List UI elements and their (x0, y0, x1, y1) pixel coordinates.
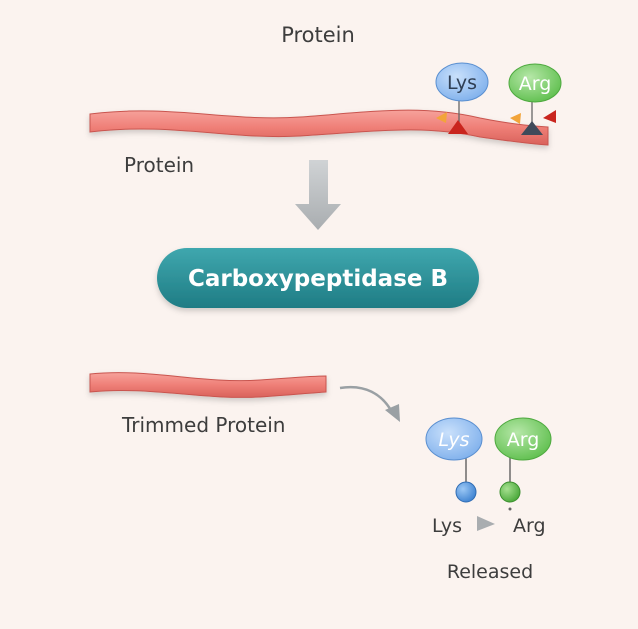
arg-ball-icon (499, 481, 521, 503)
lys-label: Lys (447, 72, 477, 94)
cleavage-marker-icon (448, 120, 468, 134)
lys-label: Lys (438, 429, 469, 451)
lys-ball-icon (455, 481, 477, 503)
trimmed-protein-strand (89, 372, 327, 398)
arg-residue-released: Arg (494, 417, 552, 511)
down-arrow-icon (295, 160, 341, 230)
enzyme-pill (157, 248, 479, 308)
curved-arrow-head-icon (385, 404, 400, 422)
protein-label: Protein (124, 153, 194, 177)
cleavage-marker-icon (521, 121, 543, 135)
small-arrow-icon (477, 516, 495, 531)
cleavage-marker-icon (510, 113, 521, 124)
lys-residue-released: Lys (425, 417, 483, 503)
title: Protein (281, 23, 355, 47)
cleavage-marker-icon (543, 110, 556, 123)
curved-arrow-icon (339, 385, 394, 413)
arg-label: Arg (519, 73, 552, 95)
arg-label: Arg (507, 429, 540, 451)
cleavage-marker-icon (436, 112, 447, 123)
protein-strand (89, 109, 549, 146)
arg-residue-attached: Arg (508, 63, 562, 135)
free-lys-label: Lys (432, 515, 462, 537)
released-label: Released (447, 561, 533, 583)
lys-residue-attached: Lys (435, 62, 489, 134)
enzyme-label: Carboxypeptidase B (188, 266, 448, 292)
trimmed-label: Trimmed Protein (121, 413, 286, 437)
free-arg-label: Arg (513, 515, 546, 537)
